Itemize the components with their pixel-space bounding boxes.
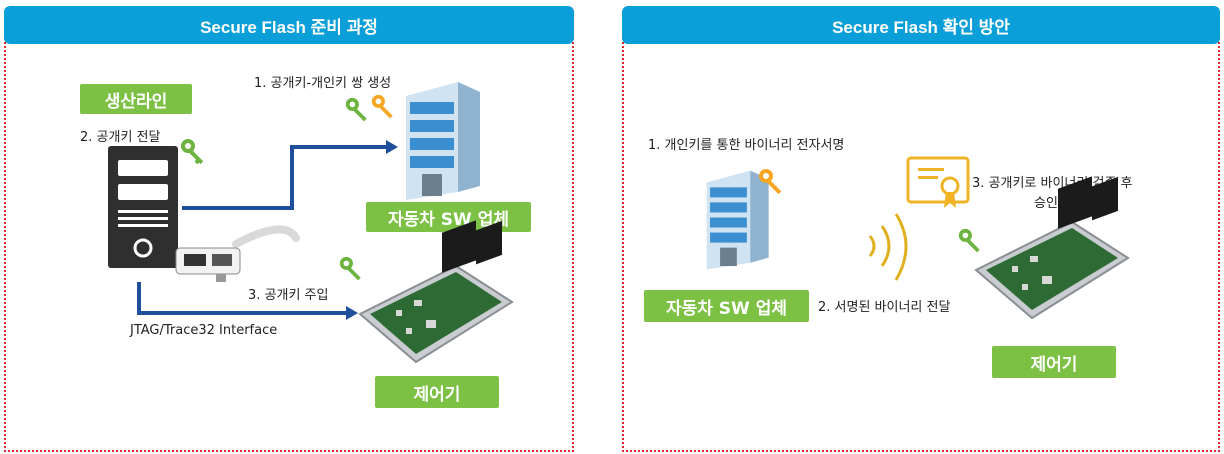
left-step2-label: 2. 공개키 전달 <box>80 130 161 145</box>
left-step1-label: 1. 공개키-개인키 쌍 생성 <box>254 76 392 91</box>
right-panel-title: Secure Flash 확인 방안 <box>622 6 1220 44</box>
green-key-icon <box>181 139 204 165</box>
left-panel: Secure Flash 준비 과정 <box>4 6 574 452</box>
green-key-icon <box>345 97 367 122</box>
orange-key-icon <box>759 169 782 195</box>
production-line-badge: 생산라인 <box>80 84 192 114</box>
ecu-board-icon <box>974 176 1130 320</box>
left-step3-label: 3. 공개키 주입 <box>248 288 329 303</box>
interface-label: JTAG/Trace32 Interface <box>130 323 278 338</box>
left-panel-title: Secure Flash 준비 과정 <box>4 6 574 44</box>
server-icon <box>108 146 178 268</box>
building-icon <box>406 82 480 200</box>
building-icon <box>706 170 769 270</box>
controller-badge-left: 제어기 <box>375 376 499 408</box>
right-step2-label: 2. 서명된 바이너리 전달 <box>818 300 951 315</box>
ecu-board-icon <box>358 220 514 364</box>
green-key-icon <box>339 256 361 281</box>
green-key-icon <box>958 228 980 253</box>
controller-badge-right: 제어기 <box>992 346 1116 378</box>
right-panel: Secure Flash 확인 방안 <box>622 6 1220 452</box>
orange-key-icon <box>371 94 393 119</box>
right-step1-label: 1. 개인키를 통한 바이너리 전자서명 <box>648 138 845 153</box>
certificate-icon <box>906 156 970 208</box>
usb-debugger-icon <box>175 225 300 282</box>
vendor-badge-left: 자동차 SW 업체 <box>366 202 531 232</box>
vendor-badge-right: 자동차 SW 업체 <box>644 290 809 322</box>
wireless-signal-icon <box>868 213 908 281</box>
